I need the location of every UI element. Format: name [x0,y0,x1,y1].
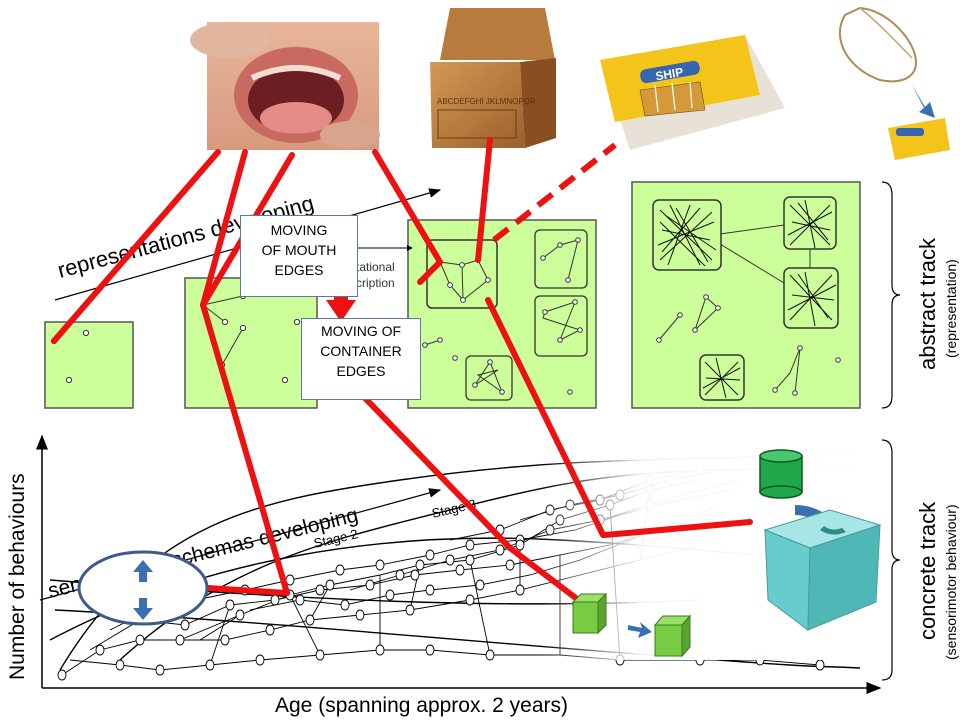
abstract-track-label: abstract track [915,237,940,370]
container-callout-line-2: CONTAINER [320,343,402,359]
abstract-track-brace: abstract track (representation) [881,181,959,409]
green-cylinder-icon [759,449,803,499]
representational-fragment-1: tational [356,260,395,274]
green-cube-2-icon [653,614,692,658]
abstract-track-sublabel: (representation) [943,259,959,358]
scribble-box-2 [783,196,837,250]
graph-axes: Number of behaviours Age (spanning appro… [6,434,882,717]
mouth-callout-line-3: EDGES [274,262,324,278]
concrete-track-brace: concrete track (sensorimotor behaviour) [881,439,959,681]
baby-mouth-photo [190,22,380,150]
y-axis-label: Number of behaviours [6,473,29,680]
scribble-box-1 [652,199,722,271]
small-matchbox-photo [888,118,950,160]
representational-fragment-2: cription [356,276,395,290]
concrete-track-label: concrete track [915,501,940,640]
toy-chest-photo: ABCDEFGHI JKLMNOPQR [430,8,556,148]
necklace-photo [839,6,917,83]
abstract-panel-3: tational cription [356,219,597,409]
scribble-box-4 [699,354,745,401]
mouth-callout: MOVING OF MOUTH EDGES [240,215,358,297]
teal-box-icon [763,509,882,631]
x-axis-label: Age (spanning approx. 2 years) [275,694,568,717]
container-callout-line-3: EDGES [336,363,386,379]
abstract-panel-4 [631,181,861,409]
toy-chest-letters: ABCDEFGHI JKLMNOPQR [437,97,536,106]
concrete-track-sublabel: (sensorimotor behaviour) [943,504,959,660]
scribble-box-3 [783,267,839,329]
small-down-arrow-icon [912,85,935,118]
green-cube-icon [571,592,608,635]
mouth-callout-line-1: MOVING [270,222,328,238]
mouth-callout-line-2: OF MOUTH [261,242,337,258]
cube-move-arrow-icon [628,622,652,638]
red-links [51,137,753,608]
matchbox-photo: SHIP [600,35,785,150]
up-down-arrows-icon [77,550,209,626]
container-callout-line-1: MOVING OF [320,323,402,339]
matchbox-text: SHIP [654,65,684,84]
container-callout: MOVING OF CONTAINER EDGES [301,318,421,400]
red-dashed-link [492,142,617,243]
